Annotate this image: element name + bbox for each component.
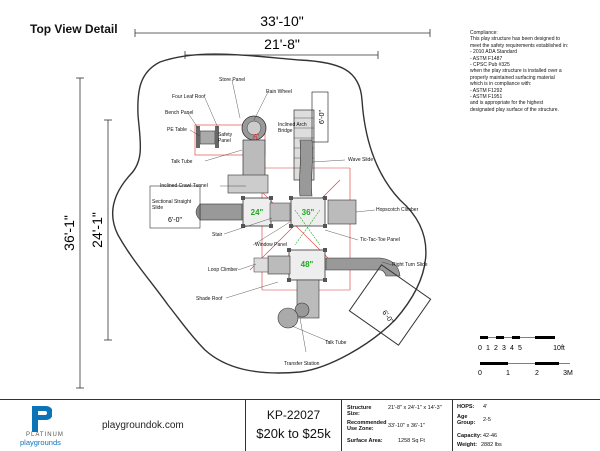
right-turn-slide	[325, 257, 401, 277]
dim-width-inner: 21'-8"	[264, 36, 300, 52]
hopscotch-climber	[327, 199, 357, 225]
spec-value: 1258 Sq Ft	[398, 438, 425, 444]
page-title: Top View Detail	[30, 22, 118, 36]
model-cell: KP-22027 $20k to $25k	[245, 400, 341, 451]
compliance-line: meet the safety requirements established…	[470, 42, 569, 49]
compliance-line: This play structure has been designed to	[470, 36, 561, 43]
scale-ft-tick: 5	[518, 345, 522, 352]
scale-ft-tick: 2	[494, 345, 498, 352]
scale-m	[480, 362, 570, 365]
label-bench-panel: Bench Panel	[165, 110, 194, 116]
right-box	[348, 264, 432, 346]
deck-height-bottom: 48"	[301, 260, 314, 269]
dim-deck-six: 6'-0"	[319, 110, 326, 124]
label-stair: Stair	[212, 232, 223, 238]
spec-value: 2-5	[483, 417, 491, 423]
scale-m-tick: 0	[478, 370, 482, 377]
scale-ft-end: 10ft	[553, 345, 565, 352]
label-right-turn-slide: Right Turn Slide	[392, 262, 428, 268]
spec-label: Structure Size:	[347, 405, 372, 417]
scale-ft-tick: 4	[510, 345, 514, 352]
spec-label: HOPS:	[457, 404, 475, 410]
spec-value: 2882 lbs	[481, 442, 502, 448]
compliance-line: which is in compliance with:	[470, 81, 532, 88]
deck-height-center: 36"	[302, 208, 315, 217]
compliance-block: Compliance: This play structure has been…	[470, 30, 594, 113]
label-pe-table: PE Table	[167, 127, 187, 133]
label-store-panel: Store Panel	[219, 77, 246, 83]
pe-table	[199, 130, 216, 145]
spec-label: Weight:	[457, 442, 478, 448]
stair	[269, 202, 291, 222]
label-hopscotch-climber: Hopscotch Climber	[376, 207, 419, 213]
compliance-line: - ASTM F1292	[470, 87, 503, 94]
compliance-line: - 2010 ADA Standard	[470, 49, 517, 56]
scale-m-tick: 1	[506, 370, 510, 377]
label-safety-panel: Safety Panel	[218, 132, 233, 144]
scale-ft-tick: 1	[486, 345, 490, 352]
spec-value: 21'-8" x 24'-1" x 14'-3"	[388, 405, 442, 411]
dim-sectional-six: 6'-0"	[168, 217, 182, 224]
label-loop-climber: Loop Climber	[208, 267, 238, 273]
label-inclined-crawl-tunnel: Inclined Crawl Tunnel	[160, 183, 208, 189]
use-zone-outline	[111, 53, 427, 374]
price: $20k to $25k	[256, 426, 331, 441]
brand-bottom: playgrounds	[20, 438, 61, 447]
label-window-panel: Window Panel	[255, 242, 287, 248]
wave-slide	[299, 139, 313, 197]
sectional-slide	[199, 203, 243, 221]
spec-cell-2: HOPS: 4' Age Group: 2-5 Capacity: 42-46 …	[452, 400, 505, 451]
label-inclined-arch-bridge: Inclined Arch Bridge	[278, 122, 307, 134]
scale-bars: 0 1 2 3 4 5 10ft 0 1 2 3M	[478, 336, 573, 377]
compliance-line: - CPSC Pub #325	[470, 62, 510, 69]
scale-ft	[480, 336, 555, 339]
model-number: KP-22027	[266, 408, 321, 422]
spec-label: Recommended Use Zone:	[347, 420, 387, 432]
compliance-line: when the play structure is installed ove…	[470, 68, 562, 75]
spec-label: Surface Area:	[347, 438, 383, 444]
dim-safety-six: 6'	[253, 133, 259, 142]
deck-24	[242, 197, 272, 227]
footer: PLATINUM playgrounds playgroundok.com KP…	[0, 399, 600, 451]
website: playgroundok.com	[102, 420, 184, 431]
scale-m-tick: 2	[535, 370, 539, 377]
spec-label: Age Group:	[457, 414, 476, 426]
loop-climber	[267, 255, 291, 275]
compliance-line: - ASTM F1951	[470, 94, 503, 101]
scale-m-end: 3M	[563, 370, 573, 377]
spec-value: 4'	[483, 404, 488, 410]
label-wave-slide: Wave Slide	[348, 157, 374, 163]
label-shade-roof: Shade Roof	[196, 296, 223, 302]
label-tic-tac-toe-panel: Tic-Tac-Toe Panel	[360, 237, 400, 243]
label-rain-wheel: Rain Wheel	[266, 89, 292, 95]
label-talk-tube-bottom: Talk Tube	[325, 340, 347, 346]
crawl-tunnel	[242, 139, 266, 181]
deck-height-left: 24"	[251, 208, 264, 217]
dim-height-inner: 24'-1"	[89, 212, 105, 248]
brand-top: PLATINUM	[26, 432, 64, 438]
label-transfer-station: Transfer Station	[284, 361, 320, 367]
label-four-leaf-roof: Four Leaf Roof	[172, 94, 206, 100]
dim-width-outer: 33'-10"	[260, 13, 303, 29]
brand-logo-icon	[30, 406, 53, 432]
label-sectional-straight-slide: Sectional Straight Slide	[152, 199, 192, 211]
deck-36	[290, 197, 326, 227]
top-view-drawing: 33'-10" 21'-8" 36'-1" 24'-1" 6'-0" 6'-0"…	[61, 13, 432, 389]
scale-ft-tick: 3	[502, 345, 506, 352]
label-talk-tube-top: Talk Tube	[171, 159, 193, 165]
posts	[241, 196, 327, 282]
talk-tube-bottom	[277, 307, 299, 329]
compliance-line: designated play surface of the structure…	[470, 106, 559, 113]
spec-cell: Structure Size: 21'-8" x 24'-1" x 14'-3"…	[341, 400, 452, 451]
scale-ft-tick: 0	[478, 345, 482, 352]
compliance-line: properly maintained surfacing material	[470, 74, 555, 81]
dim-height-outer: 36'-1"	[61, 215, 77, 251]
spec-label: Capacity:	[457, 433, 482, 439]
spec-value: 42-46	[483, 433, 498, 439]
spec-value: 33'-10" x 36'-1"	[388, 423, 425, 429]
compliance-line: - ASTM F1487	[470, 55, 503, 62]
compliance-heading: Compliance:	[470, 30, 498, 36]
deck-48	[288, 249, 326, 281]
compliance-line: and is appropriate for the highest	[470, 100, 544, 107]
